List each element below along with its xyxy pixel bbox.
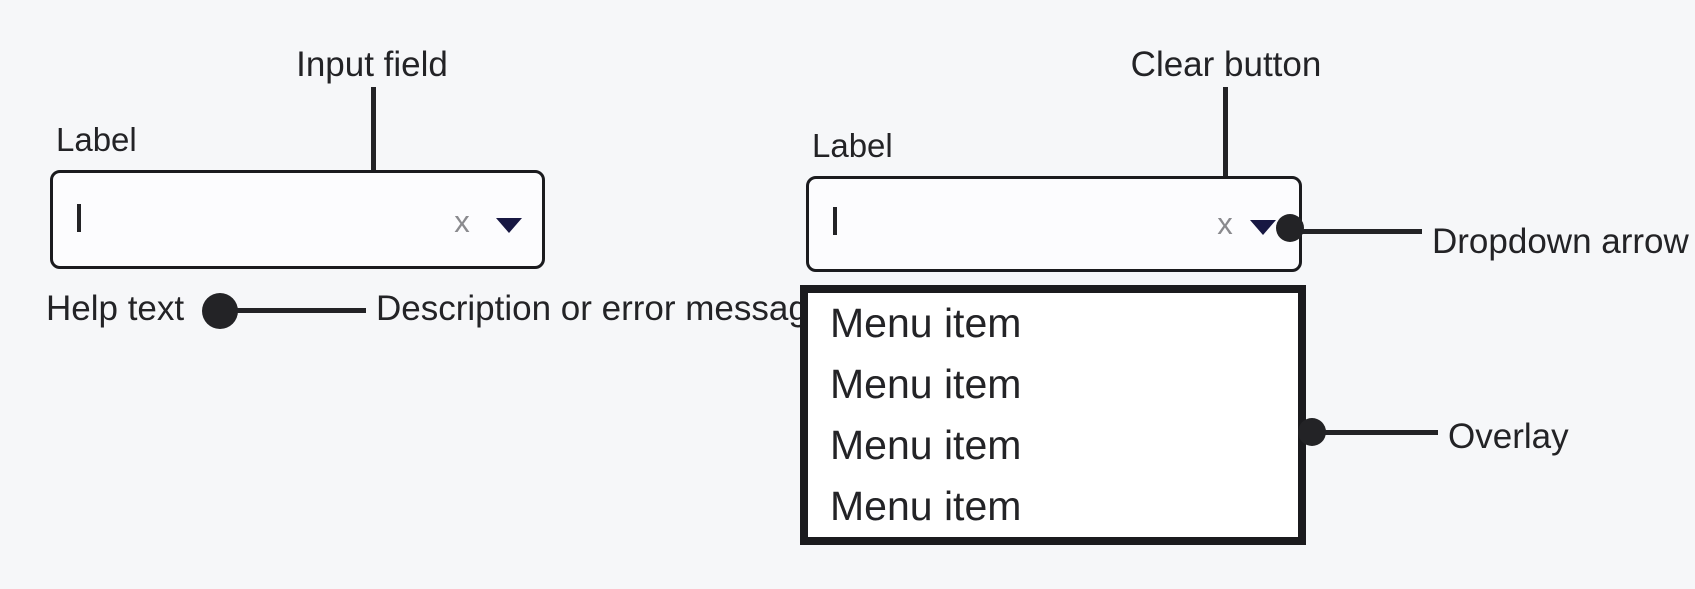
callout-line-help-text	[232, 308, 366, 313]
combobox-input[interactable]	[806, 176, 1302, 272]
help-text: Help text	[46, 289, 185, 328]
annotation-input-field: Input field	[296, 45, 448, 84]
text-cursor-icon	[833, 207, 837, 235]
callout-line-input-field	[371, 87, 376, 183]
callout-dot-overlay	[1298, 418, 1326, 446]
clear-icon[interactable]: x	[1217, 206, 1233, 241]
menu-item[interactable]: Menu item	[830, 483, 1022, 529]
callout-line-overlay	[1322, 430, 1438, 435]
clear-icon[interactable]: x	[454, 204, 470, 239]
field-label: Label	[812, 127, 893, 164]
overlay-menu: Menu item Menu item Menu item Menu item	[800, 285, 1306, 545]
menu-item[interactable]: Menu item	[830, 300, 1022, 346]
callout-line-dropdown-arrow	[1300, 229, 1422, 234]
menu-item[interactable]: Menu item	[830, 361, 1022, 407]
menu-item[interactable]: Menu item	[830, 422, 1022, 468]
annotation-help-description: Description or error message	[376, 289, 828, 328]
callout-dot-dropdown-arrow	[1276, 214, 1304, 242]
callout-line-clear-button	[1223, 87, 1228, 191]
text-cursor-icon	[77, 204, 81, 232]
annotation-dropdown-arrow: Dropdown arrow	[1432, 222, 1689, 261]
combobox-input[interactable]	[50, 170, 545, 269]
dropdown-arrow-icon[interactable]	[1250, 220, 1276, 235]
annotation-overlay: Overlay	[1448, 417, 1569, 456]
dropdown-arrow-icon[interactable]	[496, 218, 522, 233]
annotation-clear-button: Clear button	[1130, 45, 1322, 84]
field-label: Label	[56, 121, 137, 158]
